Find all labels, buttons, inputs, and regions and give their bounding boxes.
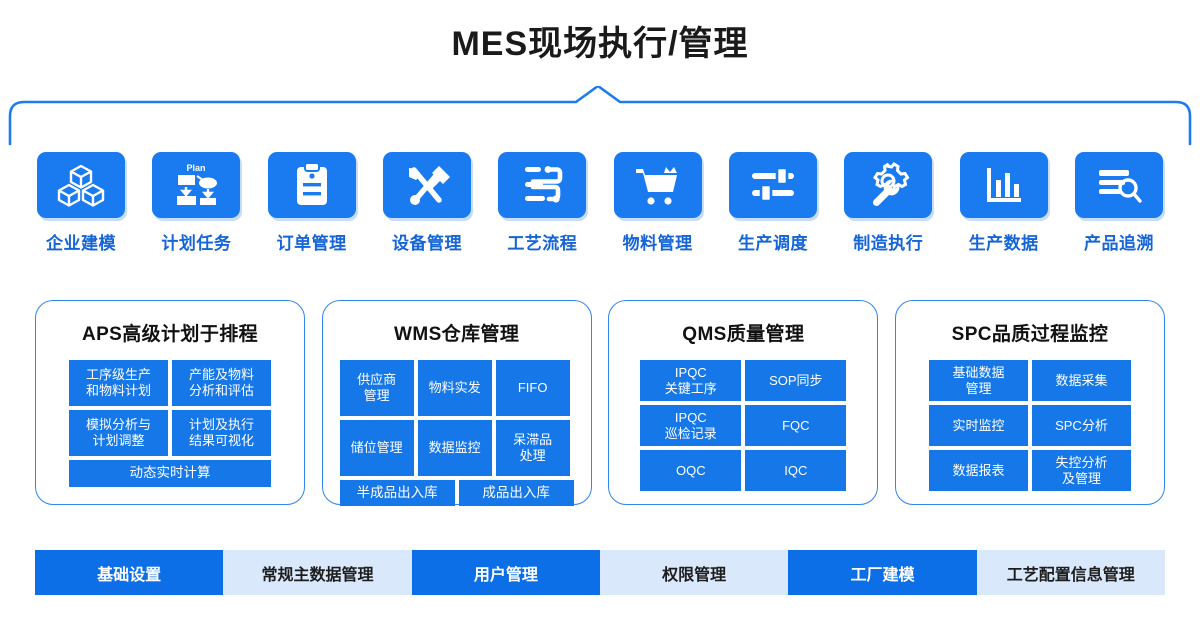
card-tile[interactable]: IQC [745, 450, 847, 491]
module-icon-row: 企业建模 Plan 计划任务 [35, 152, 1165, 262]
module-item-jihuarenwu[interactable]: Plan 计划任务 [150, 152, 242, 254]
bar-chart-icon [959, 152, 1048, 218]
wrench-screwdriver-icon [382, 152, 471, 218]
module-item-zhizaozhixing[interactable]: 制造执行 [842, 152, 934, 254]
card-tile-grid: 工序级生产和物料计划 产能及物料分析和评估 模拟分析与计划调整 计划及执行结果可… [69, 360, 271, 487]
bracket-connector [8, 86, 1192, 146]
module-label: 生产数据 [968, 234, 1039, 253]
card-wms[interactable]: WMS仓库管理 供应商管理 物料实发 FIFO 储位管理 数据监控 呆滞品处理 … [321, 300, 592, 506]
card-tile[interactable]: SOP同步 [745, 360, 847, 401]
bottom-nav-item-quanxianguanli[interactable]: 权限管理 [599, 550, 789, 595]
list-search-icon [1074, 152, 1163, 218]
card-tile-grid: 供应商管理 物料实发 FIFO 储位管理 数据监控 呆滞品处理 半成品出入库 成… [339, 360, 574, 506]
card-tile[interactable]: 储位管理 [339, 420, 414, 476]
card-tile[interactable]: 基础数据管理 [928, 360, 1028, 401]
module-item-shebeiguanli[interactable]: 设备管理 [381, 152, 473, 254]
card-tile[interactable]: 供应商管理 [339, 360, 414, 416]
card-tile[interactable]: 物料实发 [417, 360, 492, 416]
cubes-icon [37, 152, 125, 218]
card-tile[interactable]: 实时监控 [928, 405, 1028, 446]
card-title: APS高级计划于排程 [81, 324, 259, 345]
bottom-nav-item-gongyipeizhi[interactable]: 工艺配置信息管理 [976, 550, 1165, 595]
bottom-nav-item-changguizhushuju[interactable]: 常规主数据管理 [223, 550, 412, 595]
shopping-cart-icon [613, 152, 702, 218]
card-spc[interactable]: SPC品质过程监控 基础数据管理 数据采集 实时监控 SPC分析 数据报表 失控… [894, 300, 1165, 505]
card-title: QMS质量管理 [682, 324, 805, 345]
module-label: 制造执行 [853, 234, 924, 253]
module-label: 计划任务 [161, 234, 232, 253]
sliders-icon [728, 152, 817, 218]
card-tile[interactable]: 失控分析及管理 [1031, 450, 1131, 491]
card-tile[interactable]: 模拟分析与计划调整 [69, 410, 168, 456]
module-item-shengchanshuju[interactable]: 生产数据 [958, 152, 1050, 254]
page-title: MES现场执行/管理 [451, 25, 749, 63]
bottom-nav-item-yonghuguanli[interactable]: 用户管理 [411, 550, 600, 595]
card-tile[interactable]: 工序级生产和物料计划 [69, 360, 168, 406]
module-label: 物料管理 [622, 234, 693, 253]
module-item-qiyejianmo[interactable]: 企业建模 [35, 152, 127, 254]
card-tile[interactable]: FIFO [495, 360, 570, 416]
module-label: 产品追溯 [1083, 234, 1154, 253]
card-tile[interactable]: OQC [640, 450, 742, 491]
module-item-wuliaoguanli[interactable]: 物料管理 [612, 152, 704, 254]
module-label: 生产调度 [737, 234, 808, 253]
clipboard-icon [267, 152, 356, 218]
card-tile[interactable]: 动态实时计算 [69, 460, 271, 487]
card-tile[interactable]: 数据监控 [417, 420, 492, 476]
card-tile[interactable]: FQC [745, 405, 847, 446]
plan-icon-text: Plan [187, 163, 206, 173]
module-cards-row: APS高级计划于排程 工序级生产和物料计划 产能及物料分析和评估 模拟分析与计划… [35, 300, 1165, 506]
card-tile[interactable]: 呆滞品处理 [495, 420, 570, 476]
process-flow-icon [498, 152, 587, 218]
module-label: 工艺流程 [507, 234, 578, 253]
plan-flowchart-icon: Plan [152, 152, 241, 218]
module-item-dingdanguanli[interactable]: 订单管理 [266, 152, 358, 254]
bottom-nav-bar: 基础设置 常规主数据管理 用户管理 权限管理 工厂建模 工艺配置信息管理 [35, 550, 1165, 595]
module-label: 订单管理 [276, 234, 347, 253]
card-tile[interactable]: 计划及执行结果可视化 [172, 410, 271, 456]
module-label: 设备管理 [391, 234, 462, 253]
module-item-gongyiliucheng[interactable]: 工艺流程 [496, 152, 588, 254]
card-tile[interactable]: 数据采集 [1031, 360, 1131, 401]
card-tile[interactable]: 产能及物料分析和评估 [172, 360, 271, 406]
card-tile[interactable]: SPC分析 [1031, 405, 1131, 446]
bottom-nav-item-gongchangjianmo[interactable]: 工厂建模 [788, 550, 977, 595]
bottom-nav-item-jichushezhi[interactable]: 基础设置 [35, 550, 224, 595]
card-tile-grid: 基础数据管理 数据采集 实时监控 SPC分析 数据报表 失控分析及管理 [928, 360, 1131, 491]
card-title: SPC品质过程监控 [951, 324, 1109, 345]
gear-wrench-icon [844, 152, 933, 218]
card-title: WMS仓库管理 [394, 324, 520, 345]
module-item-shengchandiaodu[interactable]: 生产调度 [727, 152, 819, 254]
card-tile[interactable]: 数据报表 [928, 450, 1028, 491]
card-tile[interactable]: 半成品出入库 [339, 480, 455, 506]
card-aps[interactable]: APS高级计划于排程 工序级生产和物料计划 产能及物料分析和评估 模拟分析与计划… [35, 300, 305, 505]
module-label: 企业建模 [46, 234, 116, 253]
module-item-chanpinzhuisu[interactable]: 产品追溯 [1073, 152, 1165, 254]
card-tile[interactable]: 成品出入库 [458, 480, 574, 506]
